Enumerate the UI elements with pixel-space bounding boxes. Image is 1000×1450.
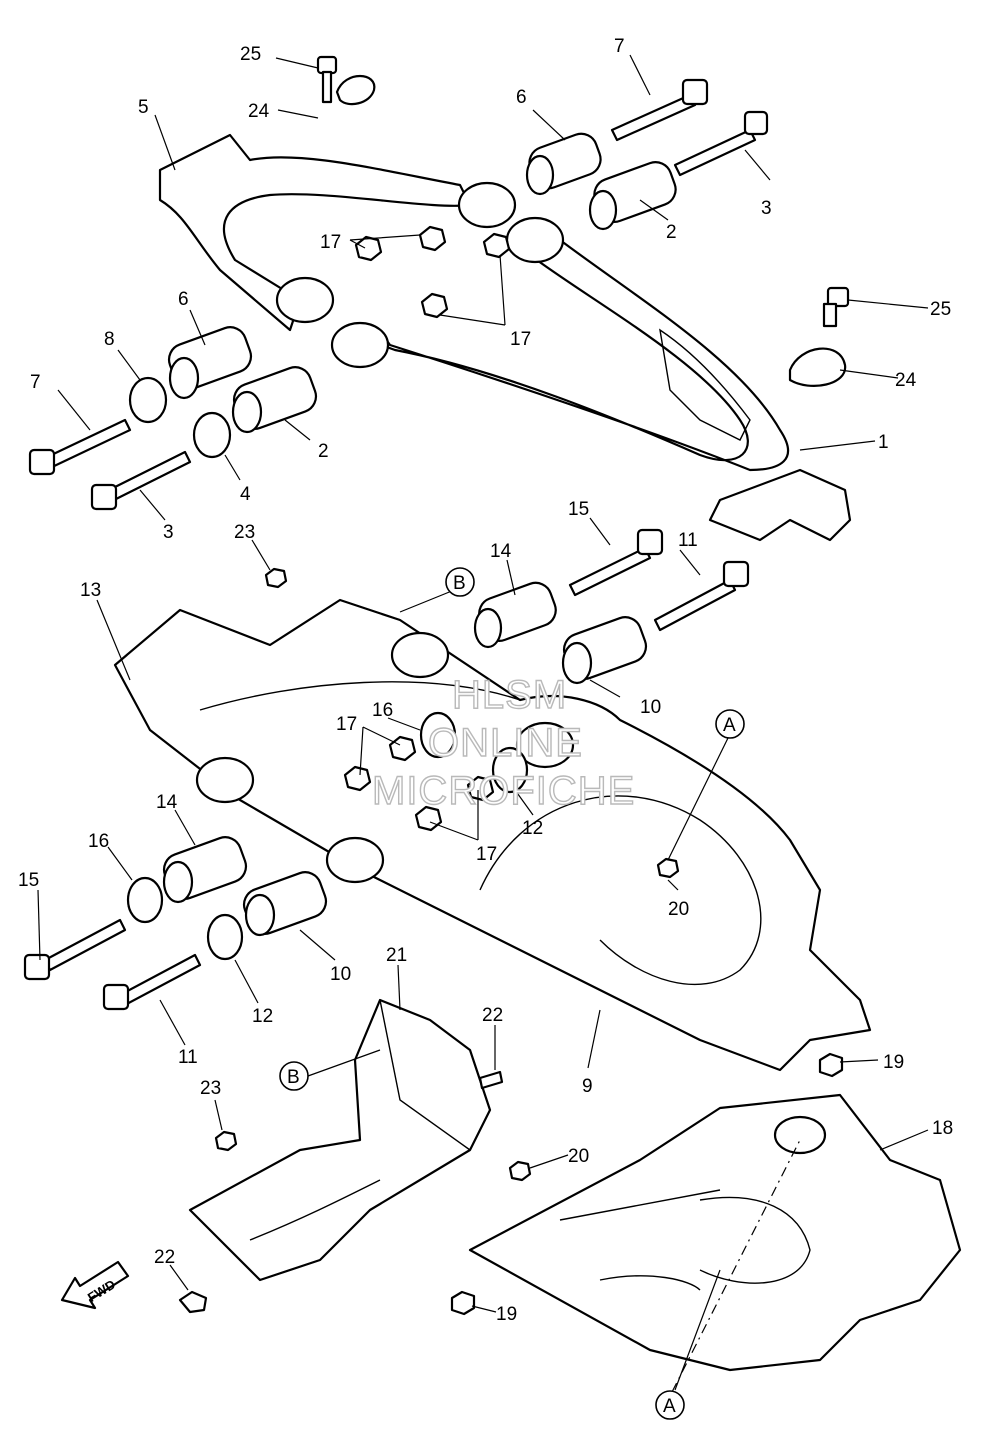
ref-B: B <box>453 573 466 594</box>
callout-14: 14 <box>490 541 512 562</box>
watermark-line-1: HLSM <box>452 673 567 717</box>
callout-numbers: 25 24 5 6 7 3 17 2 6 8 7 17 25 24 1 2 4 … <box>18 36 953 1325</box>
callout-9: 9 <box>582 1076 593 1097</box>
nuts-17-upper <box>354 225 511 319</box>
callout-11: 11 <box>678 530 698 551</box>
bushing-14-lower-left <box>162 836 248 904</box>
nut-20-lower <box>508 1160 532 1182</box>
bolt-19-upper <box>818 1052 844 1078</box>
callout-23: 23 <box>234 522 255 543</box>
callout-16: 16 <box>88 831 109 852</box>
washer-12-upper <box>491 746 529 794</box>
watermark: HLSM ONLINE MICROFICHE <box>371 672 635 813</box>
bushing-2-upper-right <box>588 161 677 231</box>
callout-7: 7 <box>614 36 625 57</box>
ref-B: B <box>287 1067 300 1088</box>
callout-20: 20 <box>668 899 689 920</box>
callout-11: 11 <box>178 1047 198 1068</box>
callout-24: 24 <box>248 101 270 122</box>
bolt-7-upper-left <box>28 418 132 476</box>
callout-18: 18 <box>932 1118 953 1139</box>
bolt-11-upper <box>653 560 750 632</box>
callout-13: 13 <box>80 580 101 601</box>
bolt-11-lower <box>102 953 202 1011</box>
callout-10: 10 <box>330 964 351 985</box>
callout-1: 1 <box>878 432 889 453</box>
guard-part-18 <box>450 1052 962 1372</box>
callout-15: 15 <box>18 870 39 891</box>
watermark-line-2: ONLINE <box>428 721 583 765</box>
callout-6: 6 <box>516 87 527 108</box>
nut-23-lower <box>214 1130 238 1152</box>
callout-21: 21 <box>386 945 407 966</box>
bushing-6-upper-left <box>167 326 253 400</box>
bolt-25-upper <box>316 55 376 106</box>
callout-2: 2 <box>318 441 329 462</box>
callout-19: 19 <box>496 1304 517 1325</box>
washer-16-lower <box>126 876 164 924</box>
upper-arm-part-1 <box>158 133 852 542</box>
callout-3: 3 <box>761 198 772 219</box>
nut-20-upper <box>656 857 680 879</box>
callout-4: 4 <box>240 484 251 505</box>
bolt-15-lower <box>23 918 127 981</box>
leader-lines <box>37 54 929 1393</box>
lower-arm-part-9 <box>113 598 872 1072</box>
callout-17: 17 <box>476 844 497 865</box>
callout-12: 12 <box>252 1006 273 1027</box>
bushing-6-upper-right <box>525 132 602 196</box>
callout-25: 25 <box>240 44 261 65</box>
callout-17: 17 <box>320 232 341 253</box>
bolt-19-lower <box>450 1290 476 1316</box>
bolt-7-upper-right <box>610 78 709 142</box>
callout-22: 22 <box>482 1005 503 1026</box>
watermark-line-3: MICROFICHE <box>372 769 635 813</box>
callout-20: 20 <box>568 1146 589 1167</box>
bushing-2-upper-left <box>231 366 318 434</box>
bushing-14-lower-upper <box>473 581 557 649</box>
guard-part-21 <box>178 998 504 1314</box>
callout-16: 16 <box>372 700 393 721</box>
callout-19: 19 <box>883 1052 904 1073</box>
nut-23-upper <box>264 567 288 589</box>
callout-12: 12 <box>522 818 543 839</box>
callout-5: 5 <box>138 97 149 118</box>
nuts-17-lower <box>343 735 495 832</box>
callout-25: 25 <box>930 299 951 320</box>
callout-17: 17 <box>510 329 531 350</box>
bolt-22-upper <box>478 1070 504 1090</box>
bolt-15-upper <box>568 528 664 597</box>
ref-A: A <box>723 715 736 736</box>
washer-16-upper <box>419 711 457 759</box>
bushing-10-lower-upper <box>561 616 648 685</box>
bolt-3-upper-right <box>673 110 769 177</box>
reference-markers: B A B A <box>279 567 745 1420</box>
callout-14: 14 <box>156 792 178 813</box>
callout-6: 6 <box>178 289 189 310</box>
callout-24: 24 <box>895 370 917 391</box>
callout-23: 23 <box>200 1078 221 1099</box>
bolt-22-lower <box>178 1290 208 1314</box>
washer-12-lower <box>206 913 244 961</box>
bushing-10-lower-left <box>242 871 328 937</box>
callout-7: 7 <box>30 372 41 393</box>
callout-15: 15 <box>568 499 589 520</box>
callout-2: 2 <box>666 222 677 243</box>
callout-10: 10 <box>640 697 661 718</box>
bolt-3-upper-left <box>90 450 192 511</box>
washer-4 <box>192 411 232 459</box>
callout-22: 22 <box>154 1247 175 1268</box>
upper-bushings <box>28 55 850 511</box>
lower-bushings <box>23 528 750 1011</box>
callout-8: 8 <box>104 329 115 350</box>
callout-17: 17 <box>336 714 357 735</box>
washer-8 <box>128 376 168 424</box>
ref-A: A <box>663 1396 676 1417</box>
callout-3: 3 <box>163 522 174 543</box>
fwd-arrow-icon: FWD <box>60 1260 130 1310</box>
bolt-25-right <box>788 286 850 387</box>
